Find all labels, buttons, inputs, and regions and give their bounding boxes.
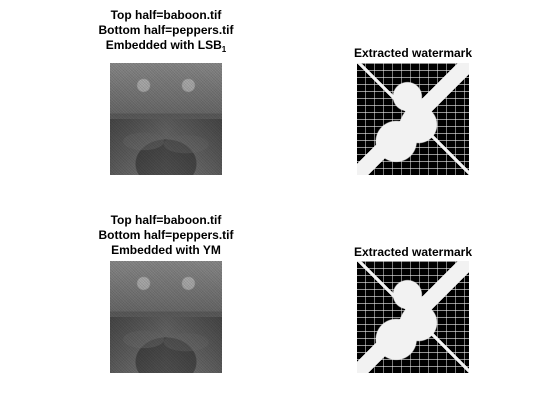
- image-panel-top-left: [110, 63, 222, 175]
- title-line: Bottom half=peppers.tif: [98, 228, 234, 242]
- title-subscript: 1: [221, 45, 227, 54]
- image-panel-bottom-left: [110, 261, 222, 373]
- subplot-title-top-left: Top half=baboon.tif Bottom half=peppers.…: [46, 8, 286, 57]
- subplot-title-bottom-left: Top half=baboon.tif Bottom half=peppers.…: [46, 213, 286, 258]
- title-line: Bottom half=peppers.tif: [98, 23, 234, 37]
- title-line: Embedded with YM: [111, 243, 221, 257]
- title-line: Top half=baboon.tif: [110, 8, 222, 22]
- image-panel-bottom-right: [357, 261, 469, 373]
- title-main-text: Embedded with LSB: [105, 38, 222, 52]
- image-panel-top-right: [357, 63, 469, 175]
- title-line: Embedded with LSB1: [46, 38, 286, 57]
- title-line: Top half=baboon.tif: [110, 213, 222, 227]
- subplot-title-bottom-right: Extracted watermark: [353, 245, 473, 259]
- subplot-title-top-right: Extracted watermark: [353, 46, 473, 60]
